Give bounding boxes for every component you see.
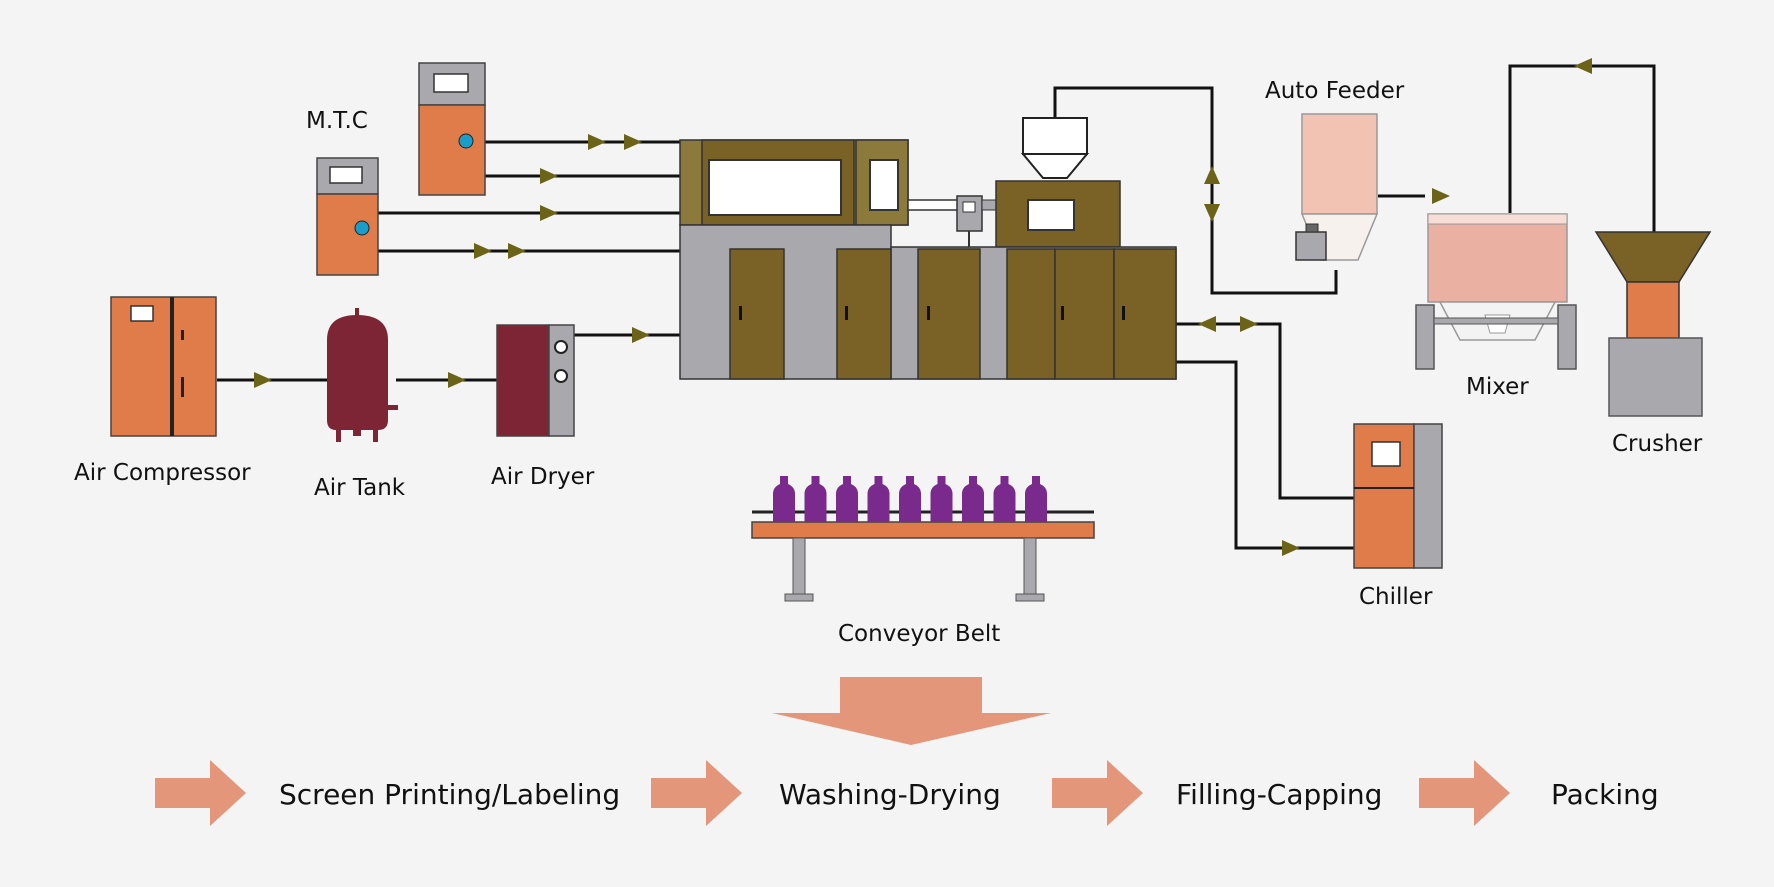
mixer-crusher-line bbox=[1508, 64, 1656, 232]
mtc-unit-bottom bbox=[316, 157, 379, 276]
bottle bbox=[773, 476, 795, 522]
bottle bbox=[867, 476, 890, 522]
step-screen-printing: Screen Printing/Labeling bbox=[279, 778, 620, 811]
bottle bbox=[1025, 476, 1047, 522]
chiller-line-1 bbox=[1176, 322, 1354, 500]
arrow-marker bbox=[254, 372, 272, 388]
process-arrows bbox=[155, 760, 1510, 826]
chiller bbox=[1353, 423, 1443, 569]
arrow-marker bbox=[1574, 58, 1592, 74]
label-chiller: Chiller bbox=[1359, 584, 1433, 610]
mtc-unit-top bbox=[418, 62, 486, 196]
bottle bbox=[804, 476, 827, 522]
conveyor-belt bbox=[751, 476, 1095, 602]
label-air-dryer: Air Dryer bbox=[491, 464, 595, 490]
feeder-loop-line bbox=[1053, 86, 1338, 295]
arrow-marker bbox=[1432, 188, 1450, 204]
arrow-marker bbox=[1204, 166, 1220, 184]
auto-feeder bbox=[1295, 113, 1379, 261]
arrow-marker bbox=[1204, 204, 1220, 222]
bottle bbox=[899, 476, 921, 522]
process-arrow-1 bbox=[155, 760, 246, 826]
step-packing: Packing bbox=[1551, 778, 1659, 811]
label-mixer: Mixer bbox=[1466, 374, 1529, 400]
air-compressor bbox=[110, 296, 217, 437]
process-arrow-4 bbox=[1419, 760, 1510, 826]
arrow-marker bbox=[624, 134, 642, 150]
arrow-marker bbox=[540, 205, 558, 221]
arrow-marker bbox=[1240, 316, 1258, 332]
arrow-marker bbox=[1282, 540, 1300, 556]
arrow-marker bbox=[588, 134, 606, 150]
air-tank bbox=[327, 308, 398, 442]
label-auto-feeder: Auto Feeder bbox=[1265, 78, 1405, 104]
label-conveyor-belt: Conveyor Belt bbox=[838, 621, 1000, 647]
chiller-line-2 bbox=[1176, 360, 1354, 550]
arrow-marker bbox=[540, 168, 558, 184]
bottle bbox=[836, 476, 858, 522]
label-crusher: Crusher bbox=[1612, 431, 1703, 457]
bottle bbox=[962, 476, 984, 522]
injection-molding-machine bbox=[679, 117, 1177, 380]
label-air-tank: Air Tank bbox=[314, 475, 406, 501]
label-mtc: M.T.C bbox=[306, 108, 368, 134]
bottle bbox=[930, 476, 953, 522]
crusher bbox=[1594, 231, 1712, 417]
flow-arrows bbox=[254, 58, 1592, 556]
arrow-marker bbox=[474, 243, 492, 259]
step-filling-capping: Filling-Capping bbox=[1176, 778, 1382, 811]
bottle bbox=[993, 476, 1016, 522]
arrow-marker bbox=[632, 327, 650, 343]
step-washing-drying: Washing-Drying bbox=[779, 778, 1001, 811]
down-arrow bbox=[772, 677, 1051, 745]
arrow-marker bbox=[1198, 316, 1216, 332]
process-arrow-2 bbox=[651, 760, 742, 826]
arrow-marker bbox=[448, 372, 466, 388]
mixer bbox=[1415, 213, 1577, 370]
process-arrow-3 bbox=[1052, 760, 1143, 826]
bottles bbox=[773, 476, 1047, 522]
arrow-marker bbox=[508, 243, 526, 259]
label-air-compressor: Air Compressor bbox=[74, 460, 251, 486]
air-dryer bbox=[496, 324, 575, 437]
